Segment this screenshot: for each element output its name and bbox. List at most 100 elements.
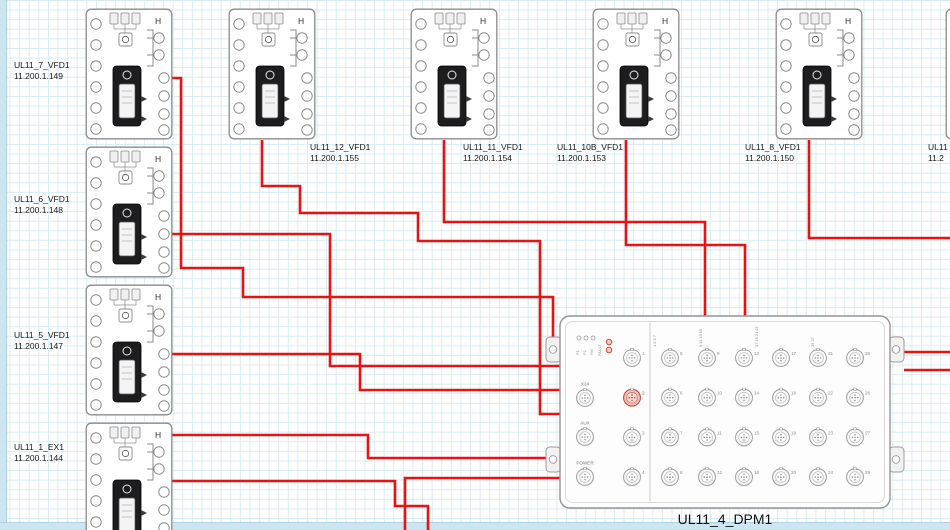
device-dpm[interactable]: P1 P2 FM FAULT 1 3 5 7 9 11 13 15 17 19 …: [545, 315, 905, 509]
fault-led: [605, 338, 613, 346]
m12-port[interactable]: [846, 467, 864, 487]
port-number: 16: [754, 470, 760, 475]
device-port-label: H: [298, 16, 304, 26]
cable-w6[interactable]: [624, 140, 747, 318]
m12-port[interactable]: [576, 467, 594, 486]
status-indicators: P1 P2 FM FAULT: [575, 335, 613, 356]
port-number: 11: [717, 430, 722, 435]
side-connector-label: AUX: [580, 421, 589, 426]
m12-port[interactable]: [661, 387, 679, 407]
port-number: 6: [680, 391, 683, 396]
m12-port[interactable]: [809, 387, 827, 407]
channel-number-group: 17 19 21 23: [754, 326, 759, 347]
m12-port[interactable]: [846, 427, 864, 447]
cable-w9[interactable]: [168, 479, 430, 530]
device-UL11_10B_VFD1[interactable]: [592, 8, 680, 140]
indicator-label: P1: [575, 350, 580, 355]
indicator-label: FM: [589, 349, 594, 355]
device-port-label: H: [155, 16, 161, 26]
m12-port[interactable]: [772, 387, 790, 407]
m12-port[interactable]: [735, 467, 753, 487]
m12-port[interactable]: [661, 467, 679, 487]
sheet-edge-bottom: [0, 522, 950, 530]
port-number: 4: [642, 470, 645, 475]
device-UL11_5_VFD1[interactable]: [85, 284, 173, 416]
device-UL11_12_VFD1[interactable]: [228, 8, 316, 140]
port-number: 26: [865, 391, 871, 396]
m12-port[interactable]: [809, 427, 827, 447]
dpm-inner-outline: [565, 321, 885, 503]
device-UL11[interactable]: [945, 8, 950, 140]
port-number: 22: [828, 391, 834, 396]
cable-w8[interactable]: [168, 433, 564, 460]
device-port-label: H: [845, 16, 851, 26]
port-number: 13: [754, 351, 760, 356]
m12-port[interactable]: [735, 387, 753, 407]
side-connector-label: X24: [581, 382, 590, 387]
m12-port[interactable]: [698, 467, 716, 487]
port-number: 5: [680, 351, 683, 356]
port-number: 8: [680, 470, 683, 475]
m12-port[interactable]: [772, 467, 790, 487]
device-port-label: H: [480, 16, 486, 26]
cable-w3[interactable]: [168, 352, 564, 392]
m12-port[interactable]: [623, 427, 641, 447]
port-number: 14: [754, 391, 760, 396]
m12-port[interactable]: [846, 348, 864, 367]
port-number: 23: [828, 430, 834, 435]
port-number: 15: [754, 430, 760, 435]
port-number: 2: [642, 391, 645, 396]
device-port-label: H: [155, 430, 161, 440]
device-port-label: H: [155, 292, 161, 302]
m12-port[interactable]: [623, 467, 641, 487]
device-UL11_8_VFD1[interactable]: [775, 8, 863, 140]
port-number: 18: [791, 391, 797, 396]
m12-port[interactable]: [735, 427, 753, 447]
fault-led: [605, 346, 613, 354]
port-number: 21: [828, 351, 834, 356]
sheet-edge-left: [0, 0, 7, 530]
cable-w5[interactable]: [442, 140, 707, 318]
m12-port[interactable]: [772, 427, 790, 447]
port-number: 19: [791, 430, 797, 435]
port-number: 24: [828, 470, 834, 475]
m12-port[interactable]: [809, 467, 827, 487]
m12-port[interactable]: [735, 348, 753, 367]
cable-w10[interactable]: [403, 476, 564, 530]
m12-port[interactable]: [698, 427, 716, 447]
indicator-label: P2: [582, 350, 587, 355]
m12-port[interactable]: [809, 348, 827, 367]
port-number: 25: [865, 351, 871, 356]
cable-w7[interactable]: [807, 140, 950, 240]
port-number: 7: [680, 430, 683, 435]
m12-port[interactable]: [661, 348, 679, 367]
cable-w2[interactable]: [168, 232, 564, 368]
port-number: 9: [717, 351, 720, 356]
m12-port[interactable]: [772, 348, 790, 367]
port-number: 20: [791, 470, 797, 475]
port-number: 28: [865, 470, 871, 475]
device-UL11_6_VFD1[interactable]: [85, 146, 173, 278]
device-UL11_7_VFD1[interactable]: [85, 8, 173, 140]
port-number: 10: [717, 391, 723, 396]
channel-numbers: 1 3 5 7 9 11 13 15 17 19 21 23 25 27: [652, 326, 815, 347]
mounting-tabs: [545, 336, 905, 473]
side-connector-label: POWER: [576, 461, 594, 466]
m12-port[interactable]: [698, 387, 716, 407]
channel-number-group: 9 11 13 15: [698, 329, 703, 347]
m12-port[interactable]: [846, 387, 864, 407]
m12-port[interactable]: [576, 427, 594, 446]
dpm-body[interactable]: [559, 315, 891, 509]
m12-port[interactable]: [623, 348, 641, 367]
port-number: 17: [791, 351, 797, 356]
m12-port[interactable]: [661, 427, 679, 447]
dpm-ports-group: 1234567891011121314151617181920212223242…: [576, 348, 871, 487]
m12-port[interactable]: [576, 388, 594, 407]
device-port-label: H: [155, 154, 161, 164]
cable-w4[interactable]: [260, 140, 564, 416]
device-UL11_11_VFD1[interactable]: [410, 8, 498, 140]
m12-port[interactable]: [623, 387, 641, 407]
m12-port[interactable]: [698, 348, 716, 367]
